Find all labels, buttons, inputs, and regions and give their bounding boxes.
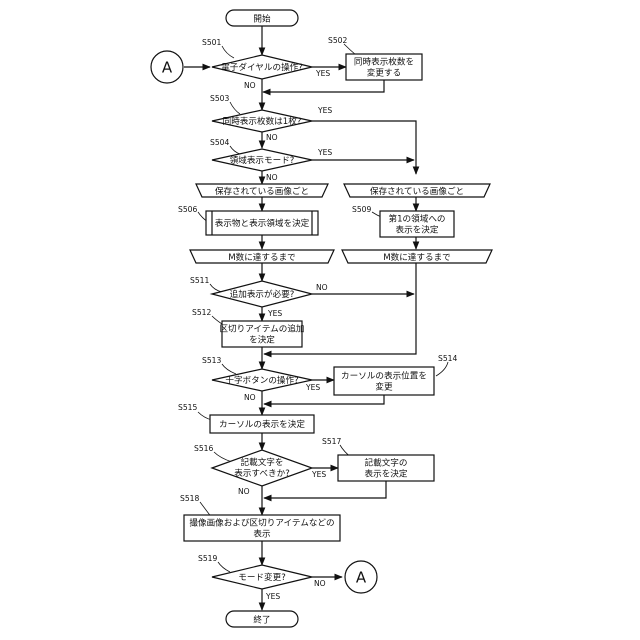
process-s515-text: カーソルの表示を決定 (219, 418, 305, 430)
process-s506-text: 表示物と表示領域を決定 (215, 217, 310, 229)
decision-s516: 記載文字を 表示すべきか? (212, 450, 312, 486)
loop-end-left: M数に達するまで (190, 250, 334, 263)
label-no-s511: NO (316, 283, 328, 292)
loop-start-left-text: 保存されている画像ごと (215, 185, 309, 197)
process-s512: 区切りアイテムの追加 を決定 (219, 321, 304, 347)
decision-s511: 追加表示が必要? (212, 281, 312, 307)
decision-s511-text: 追加表示が必要? (230, 288, 295, 300)
label-no-s504: NO (266, 173, 278, 182)
process-s502: 同時表示枚数を 変更する (346, 54, 422, 80)
step-s509: S509 (352, 205, 371, 214)
process-s517: 記載文字の 表示を決定 (338, 455, 434, 481)
step-s515: S515 (178, 403, 197, 412)
step-s506: S506 (178, 205, 197, 214)
decision-s516-line2: 表示すべきか? (234, 467, 290, 479)
end-terminal: 終了 (226, 611, 298, 627)
loop-start-right: 保存されている画像ごと (344, 184, 490, 197)
step-s501: S501 (202, 38, 221, 47)
process-s518: 撮像画像および区切りアイテムなどの 表示 (184, 515, 340, 541)
step-s519: S519 (198, 554, 217, 563)
decision-s503: 同時表示枚数は1枚? (212, 110, 312, 132)
process-s514: カーソルの表示位置を 変更 (334, 367, 434, 395)
start-terminal: 開始 (226, 10, 298, 26)
step-s502: S502 (328, 36, 347, 45)
connector-a-bottom: A (345, 561, 377, 593)
process-s512-line1: 区切りアイテムの追加 (219, 323, 304, 335)
connector-a-top-label: A (162, 59, 173, 77)
label-no-s501: NO (244, 81, 256, 90)
process-s517-line1: 記載文字の (365, 457, 408, 469)
process-s518-line1: 撮像画像および区切りアイテムなどの (189, 517, 334, 529)
process-s509-line2: 表示を決定 (396, 224, 439, 236)
process-s502-line2: 変更する (367, 67, 401, 79)
process-s509: 第1の領域への 表示を決定 (380, 211, 454, 237)
step-s513: S513 (202, 356, 221, 365)
label-yes-s503: YES (317, 106, 332, 115)
loop-start-left: 保存されている画像ごと (196, 184, 328, 197)
step-s518: S518 (180, 494, 199, 503)
step-s503: S503 (210, 94, 229, 103)
step-s517: S517 (322, 437, 341, 446)
process-s502-line1: 同時表示枚数を (354, 56, 414, 68)
connector-a-bottom-label: A (356, 569, 367, 587)
decision-s513-text: 十字ボタンの操作? (225, 374, 298, 386)
start-text: 開始 (253, 13, 271, 25)
loop-end-left-text: M数に達するまで (228, 251, 296, 263)
process-s509-line1: 第1の領域への (388, 213, 445, 225)
decision-s503-text: 同時表示枚数は1枚? (223, 115, 302, 127)
process-s514-line1: カーソルの表示位置を (341, 370, 427, 382)
label-yes-s513: YES (305, 383, 320, 392)
step-s514: S514 (438, 354, 457, 363)
decision-s519: モード変更? (212, 565, 312, 589)
process-s506: 表示物と表示領域を決定 (206, 211, 318, 235)
end-text: 終了 (253, 614, 270, 626)
step-s516: S516 (194, 444, 213, 453)
process-s512-line2: を決定 (249, 334, 275, 346)
loop-start-right-text: 保存されている画像ごと (370, 185, 464, 197)
decision-s513: 十字ボタンの操作? (212, 369, 312, 391)
label-no-s503: NO (266, 133, 278, 142)
process-s517-line2: 表示を決定 (365, 468, 408, 480)
label-yes-s519: YES (265, 592, 280, 601)
label-yes-s501: YES (315, 69, 330, 78)
decision-s501: 電子ダイヤルの操作? (212, 55, 312, 79)
decision-s504: 領域表示モード? (212, 149, 312, 171)
decision-s519-text: モード変更? (238, 571, 286, 583)
label-yes-s504: YES (317, 148, 332, 157)
process-s518-line2: 表示 (253, 528, 271, 540)
loop-end-right-text: M数に達するまで (383, 251, 451, 263)
process-s515: カーソルの表示を決定 (210, 415, 314, 433)
label-no-s516: NO (238, 487, 250, 496)
step-s511: S511 (190, 276, 209, 285)
loop-end-right: M数に達するまで (342, 250, 492, 263)
step-s512: S512 (192, 308, 211, 317)
connector-a-top: A (151, 51, 183, 83)
label-no-s519: NO (314, 579, 326, 588)
label-no-s513: NO (244, 393, 256, 402)
process-s514-line2: 変更 (375, 381, 393, 393)
label-yes-s511: YES (267, 309, 282, 318)
step-s504: S504 (210, 138, 229, 147)
decision-s516-line1: 記載文字を (241, 456, 284, 468)
decision-s504-text: 領域表示モード? (230, 154, 295, 166)
decision-s501-text: 電子ダイヤルの操作? (221, 61, 303, 73)
label-yes-s516: YES (311, 470, 326, 479)
